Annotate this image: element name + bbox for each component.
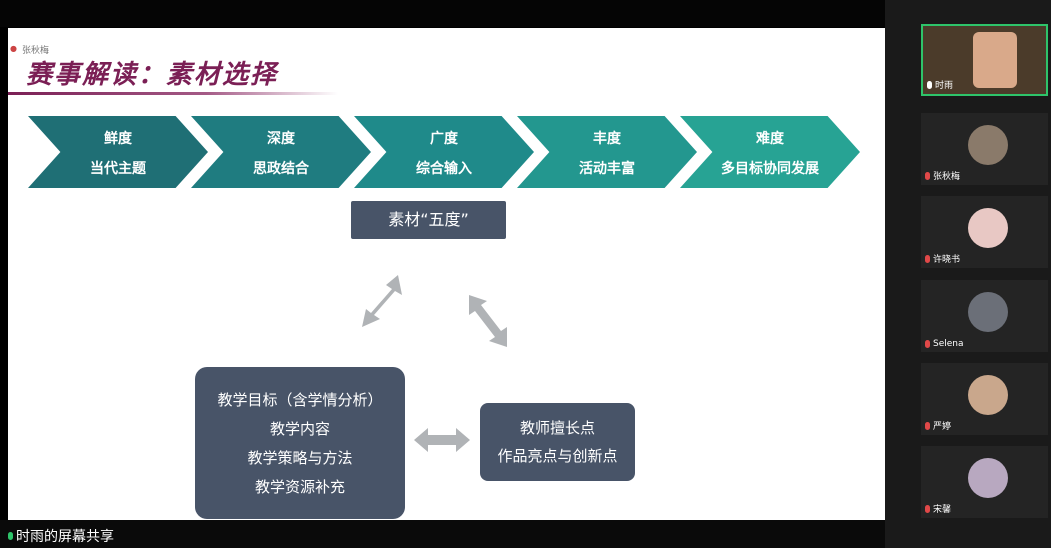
chevron-breadth: 广度 综合输入 bbox=[354, 116, 534, 188]
share-status-bar: 时雨的屏幕共享 bbox=[0, 520, 885, 548]
teaching-design-box: 教学目标（含学情分析） 教学内容 教学策略与方法 教学资源补充 bbox=[195, 367, 405, 519]
chevron-label: 深度 bbox=[267, 131, 295, 147]
microphone-icon bbox=[8, 532, 13, 540]
participant-name: 时雨 bbox=[935, 81, 954, 91]
recording-dot-icon: ● bbox=[10, 44, 17, 53]
chevron-sub: 活动丰富 bbox=[579, 161, 635, 177]
microphone-icon bbox=[927, 80, 932, 89]
top-strip bbox=[0, 0, 885, 27]
muted-microphone-icon bbox=[925, 254, 930, 263]
participant-tile[interactable]: 张秋梅 bbox=[921, 113, 1048, 185]
chevron-sub: 综合输入 bbox=[416, 161, 472, 177]
double-arrow-icon bbox=[469, 295, 507, 347]
slide-title: 赛事解读：素材选择 bbox=[26, 60, 279, 90]
participant-label: 张秋梅 bbox=[925, 169, 960, 182]
presenter-watermark: 张秋梅 bbox=[22, 46, 50, 56]
double-arrow-icon bbox=[414, 428, 470, 452]
avatar bbox=[968, 458, 1008, 498]
participant-video bbox=[973, 32, 1017, 88]
chevron-difficulty: 难度 多目标协同发展 bbox=[680, 116, 860, 188]
avatar bbox=[968, 208, 1008, 248]
chevron-label: 难度 bbox=[756, 131, 784, 147]
participant-label: 时雨 bbox=[927, 78, 953, 91]
participant-panel: 时雨 张秋梅 许晓书 Selena 严婷 宋馨 bbox=[885, 0, 1051, 548]
title-underline bbox=[8, 92, 338, 95]
participant-tile[interactable]: 许晓书 bbox=[921, 196, 1048, 268]
share-status-text: 时雨的屏幕共享 bbox=[16, 529, 114, 545]
muted-microphone-icon bbox=[925, 504, 930, 513]
participant-tile[interactable]: 严婷 bbox=[921, 363, 1048, 435]
muted-microphone-icon bbox=[925, 421, 930, 430]
box-line: 教学内容 bbox=[269, 420, 330, 438]
chevron-freshness: 鲜度 当代主题 bbox=[28, 116, 208, 188]
avatar bbox=[968, 292, 1008, 332]
muted-microphone-icon bbox=[925, 171, 930, 180]
participant-name: Selena bbox=[933, 339, 964, 349]
muted-microphone-icon bbox=[925, 340, 930, 348]
double-arrow-icon bbox=[362, 275, 402, 327]
chevron-label: 鲜度 bbox=[104, 131, 132, 147]
chevron-label: 广度 bbox=[430, 131, 458, 147]
chevron-sub: 思政结合 bbox=[253, 161, 309, 177]
chevron-sub: 多目标协同发展 bbox=[721, 161, 819, 177]
box-line: 教学资源补充 bbox=[254, 478, 345, 496]
participant-label: 严婷 bbox=[925, 419, 951, 432]
participant-name: 许晓书 bbox=[933, 255, 961, 265]
chevron-richness: 丰度 活动丰富 bbox=[517, 116, 697, 188]
participant-tile[interactable]: Selena bbox=[921, 280, 1048, 352]
participant-label: 宋馨 bbox=[925, 502, 951, 515]
avatar bbox=[968, 125, 1008, 165]
box-line: 教师擅长点 bbox=[519, 419, 595, 437]
teacher-strength-box: 教师擅长点 作品亮点与创新点 bbox=[480, 403, 635, 481]
avatar bbox=[968, 375, 1008, 415]
participant-name: 宋馨 bbox=[933, 505, 952, 515]
participant-tile[interactable]: 时雨 bbox=[921, 24, 1048, 96]
box-line: 教学策略与方法 bbox=[247, 449, 353, 467]
box-line: 作品亮点与创新点 bbox=[497, 447, 618, 465]
chevron-depth: 深度 思政结合 bbox=[191, 116, 371, 188]
shared-slide: ● 张秋梅 赛事解读：素材选择 鲜度 当代主题 深度 思政结合 广度 综合输入 … bbox=[8, 28, 885, 520]
box-line: 教学目标（含学情分析） bbox=[217, 391, 383, 409]
participant-tile[interactable]: 宋馨 bbox=[921, 446, 1048, 518]
chevron-label: 丰度 bbox=[593, 131, 621, 147]
participant-label: 许晓书 bbox=[925, 252, 960, 265]
participant-label: Selena bbox=[925, 339, 964, 349]
share-status: 时雨的屏幕共享 bbox=[8, 526, 114, 546]
participant-name: 严婷 bbox=[933, 422, 952, 432]
chevron-sub: 当代主题 bbox=[90, 161, 146, 177]
five-degrees-box: 素材“五度” bbox=[351, 201, 506, 239]
participant-name: 张秋梅 bbox=[933, 172, 961, 182]
